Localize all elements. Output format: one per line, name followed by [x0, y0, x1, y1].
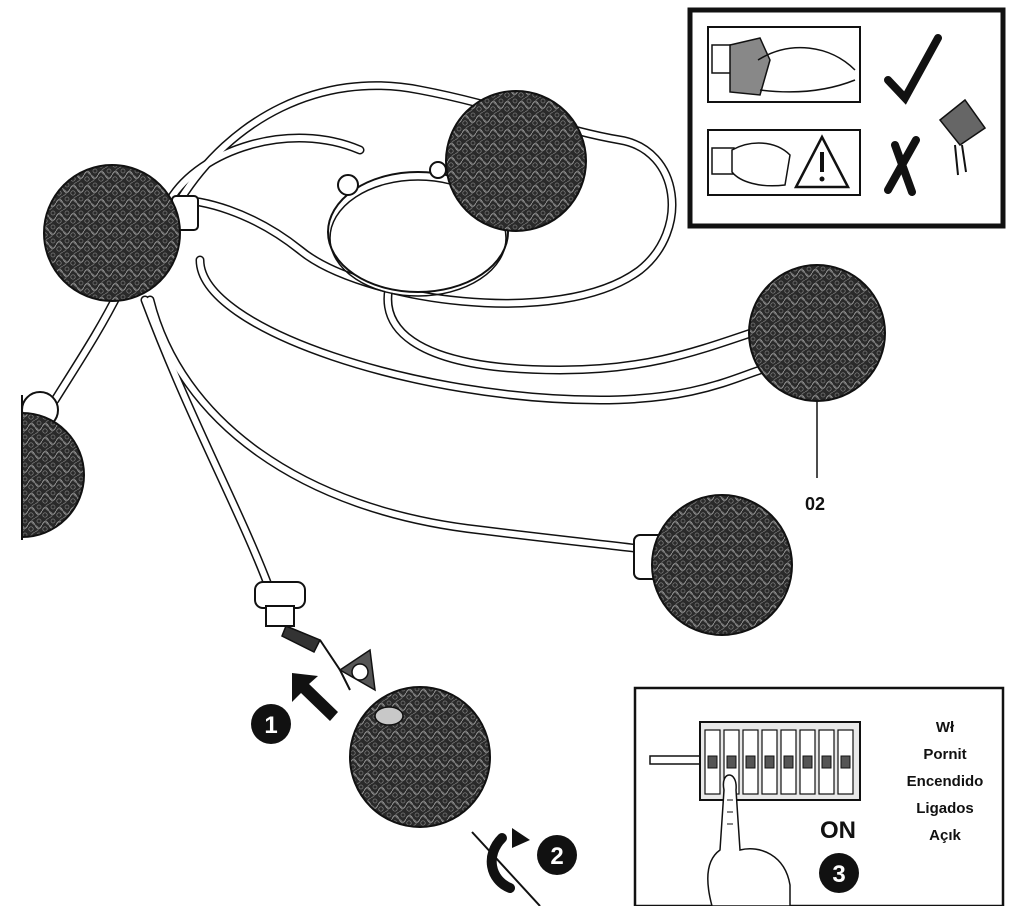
terminal-lever [745, 755, 756, 769]
rotate-arrow-icon [471, 828, 541, 906]
switch-state-label: ON [820, 817, 856, 844]
lamp-socket [254, 581, 322, 654]
terminal-lever [802, 755, 813, 769]
on-label-turkish: Açık [929, 827, 961, 844]
handling-warning-box [687, 7, 1006, 229]
check-mark-icon [884, 34, 942, 105]
cross-mark-icon [884, 136, 920, 196]
terminal-lever [726, 755, 737, 769]
glove-hand-icon [711, 37, 856, 96]
on-label-romanian: Pornit [923, 746, 966, 763]
on-label-portuguese: Ligados [916, 800, 974, 817]
step-1-badge [251, 704, 291, 744]
pointing-hand-icon [707, 774, 791, 906]
shade-lower-right [633, 494, 793, 636]
on-label-list: Wł Pornit Encendido Ligados Açık [907, 719, 984, 844]
step-1-number: 1 [264, 712, 277, 739]
push-arrow-icon [292, 673, 338, 721]
shade-left-cut [22, 391, 85, 538]
shade-top-center [337, 90, 587, 232]
terminal-lever [821, 755, 832, 769]
supply-cable [649, 755, 701, 765]
on-label-polish: Wł [936, 719, 955, 736]
shade-right [748, 264, 886, 402]
step-2-badge [537, 835, 577, 875]
shade-left-top [43, 164, 199, 302]
terminal-lever [764, 755, 775, 769]
terminal-lever [840, 755, 851, 769]
terminal-switches [704, 729, 854, 795]
warning-triangle-icon [793, 134, 851, 189]
part-label: 02 [805, 494, 825, 514]
bulb-handling-icon [938, 98, 987, 176]
step-3-badge [819, 853, 859, 893]
step-3-number: 3 [832, 861, 845, 888]
on-label-spanish: Encendido [907, 773, 984, 790]
bulb-icon [319, 639, 376, 692]
step-2-number: 2 [550, 843, 563, 870]
bare-hand-icon [711, 142, 791, 187]
terminal-lever [707, 755, 718, 769]
terminal-lever [783, 755, 794, 769]
shade-being-installed [349, 686, 491, 828]
